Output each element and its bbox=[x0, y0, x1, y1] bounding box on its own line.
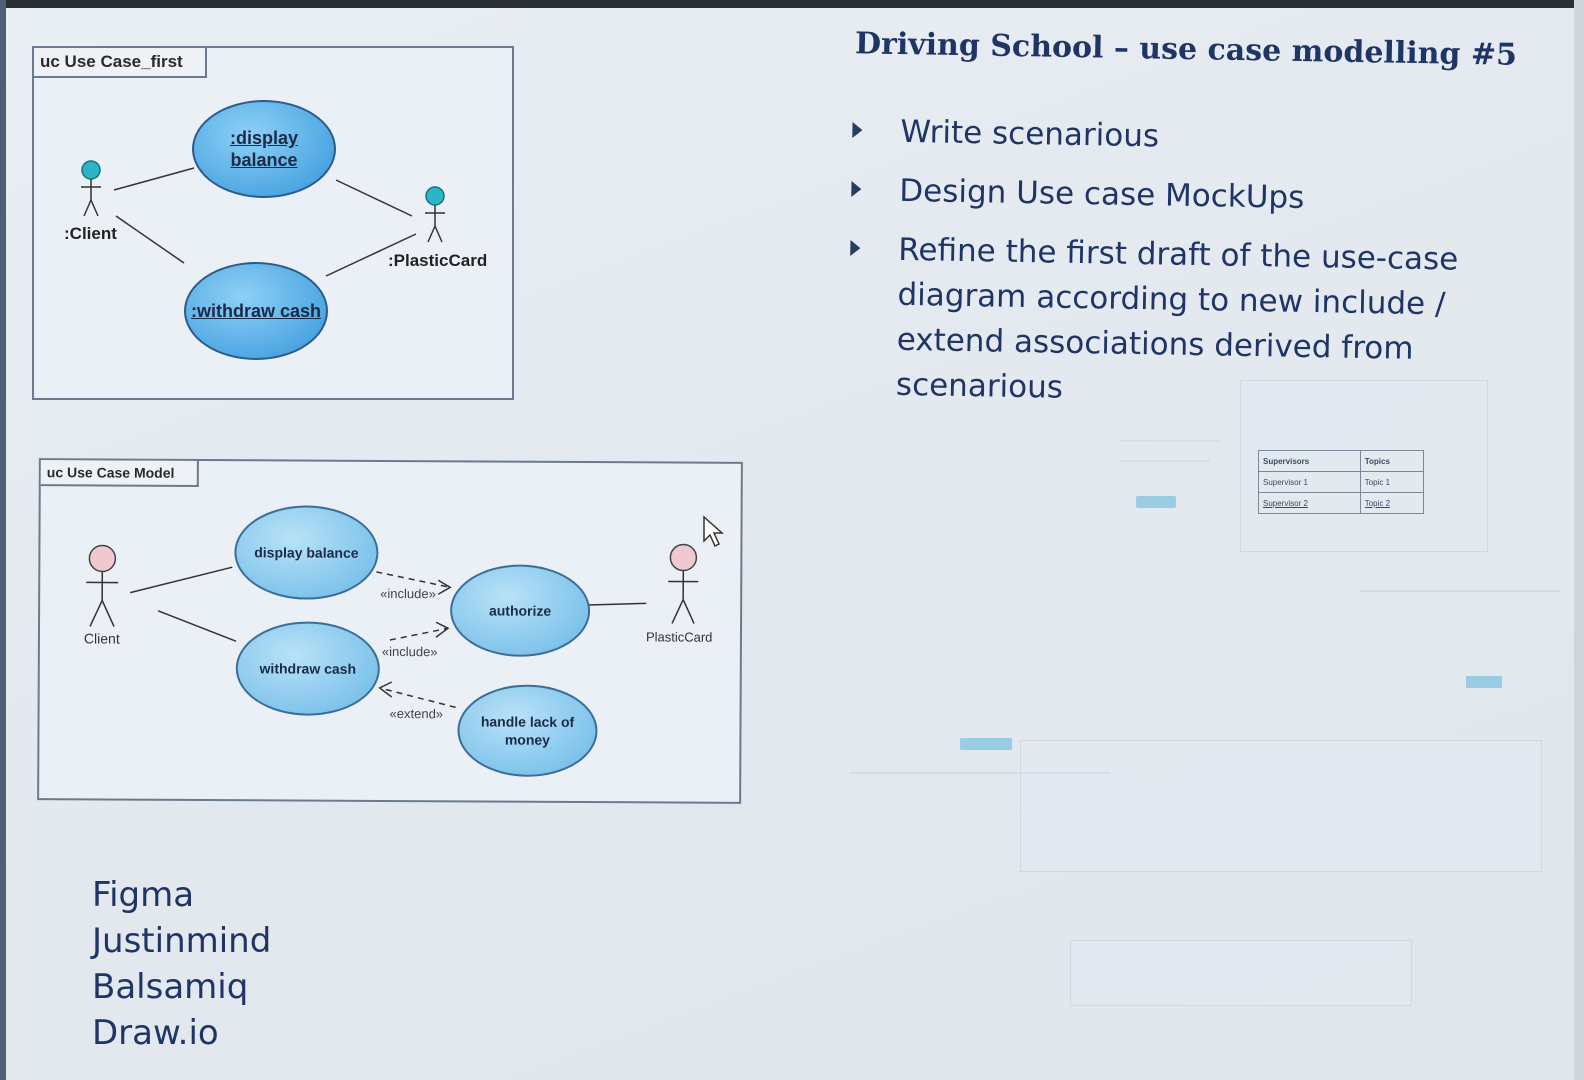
use-case-display-balance: display balance bbox=[234, 505, 379, 600]
bullet-arrow-icon bbox=[852, 122, 863, 139]
use-case-label: handle lack of money bbox=[480, 713, 575, 748]
plastic-card-actor-label: PlasticCard bbox=[645, 629, 713, 645]
use-case-withdraw-cash: :withdraw cash bbox=[184, 262, 328, 360]
mockup-table: Supervisors Topics Supervisor 1 Topic 1 … bbox=[1258, 450, 1425, 514]
bullet-text: Write scenarious bbox=[900, 113, 1160, 155]
bullet-arrow-icon bbox=[851, 180, 862, 198]
slide-title: Driving School – use case modelling #5 bbox=[854, 26, 1518, 73]
screen-left-edge bbox=[0, 0, 6, 1080]
use-case-label: display balance bbox=[254, 544, 359, 561]
tool-item: Draw.io bbox=[92, 1013, 219, 1053]
tool-item: Figma bbox=[92, 875, 195, 915]
use-case-authorize: authorize bbox=[449, 564, 591, 658]
use-case-display-balance: :display balance bbox=[192, 100, 336, 198]
mockup-wireframe bbox=[850, 380, 1580, 1020]
tool-item: Balsamiq bbox=[92, 967, 249, 1007]
mockup-button bbox=[960, 738, 1012, 750]
mockup-line bbox=[1120, 460, 1210, 462]
use-case-label: :withdraw cash bbox=[190, 301, 322, 321]
client-actor-icon bbox=[81, 160, 101, 217]
mockup-line bbox=[1120, 440, 1220, 442]
use-case-diagram-model: uc Use Case Model Client PlasticCard dis… bbox=[37, 458, 743, 804]
use-case-label: withdraw cash bbox=[259, 660, 357, 677]
diagram-frame-label: uc Use Case_first bbox=[34, 48, 207, 78]
table-header: Topics bbox=[1359, 450, 1425, 472]
screen-top-bezel bbox=[0, 0, 1584, 8]
use-case-handle-lack-of-money: handle lack of money bbox=[457, 684, 598, 778]
bullet-item: Write scenarious bbox=[852, 109, 1543, 166]
diagram-first-links bbox=[113, 167, 417, 277]
mockup-button bbox=[1136, 496, 1176, 508]
include-stereotype-label: «include» bbox=[380, 585, 436, 602]
table-cell: Supervisor 2 bbox=[1258, 492, 1361, 514]
table-header: Supervisors bbox=[1258, 450, 1361, 472]
table-cell: Topic 2 bbox=[1359, 492, 1425, 514]
screen-right-edge bbox=[1574, 0, 1584, 1080]
bullet-item: Design Use case MockUps bbox=[851, 168, 1542, 225]
table-cell: Supervisor 1 bbox=[1258, 471, 1361, 493]
table-row: Supervisors Topics bbox=[1258, 450, 1425, 472]
client-actor-label: :Client bbox=[64, 224, 117, 243]
bullet-arrow-icon bbox=[850, 239, 861, 257]
mockup-line bbox=[850, 772, 1110, 774]
bullet-text: Design Use case MockUps bbox=[899, 172, 1305, 216]
extend-stereotype-label: «extend» bbox=[389, 705, 444, 722]
diagram-model-links bbox=[130, 566, 647, 709]
plastic-card-actor-icon bbox=[668, 543, 699, 624]
use-case-withdraw-cash: withdraw cash bbox=[235, 621, 381, 716]
tool-item: Justinmind bbox=[92, 921, 272, 961]
use-case-label: :display balance bbox=[229, 128, 299, 170]
use-case-diagram-first: uc Use Case_first :Client :PlasticCard :… bbox=[32, 46, 514, 400]
table-row: Supervisor 1 Topic 1 bbox=[1258, 471, 1425, 493]
client-actor-icon bbox=[86, 544, 119, 627]
use-case-label: authorize bbox=[488, 602, 552, 619]
plastic-card-actor-icon bbox=[425, 186, 445, 243]
include-stereotype-label: «include» bbox=[381, 643, 438, 660]
plastic-card-actor-label: :PlasticCard bbox=[388, 251, 488, 270]
mouse-cursor-icon bbox=[703, 515, 724, 548]
tools-list: Figma Justinmind Balsamiq Draw.io bbox=[92, 872, 271, 1056]
client-actor-label: Client bbox=[83, 630, 120, 647]
mockup-line bbox=[1360, 590, 1560, 592]
table-row: Supervisor 2 Topic 2 bbox=[1258, 492, 1425, 514]
mockup-panel bbox=[1020, 740, 1542, 872]
mockup-button bbox=[1466, 676, 1502, 688]
mockup-panel bbox=[1070, 940, 1412, 1006]
table-cell: Topic 1 bbox=[1359, 471, 1425, 493]
